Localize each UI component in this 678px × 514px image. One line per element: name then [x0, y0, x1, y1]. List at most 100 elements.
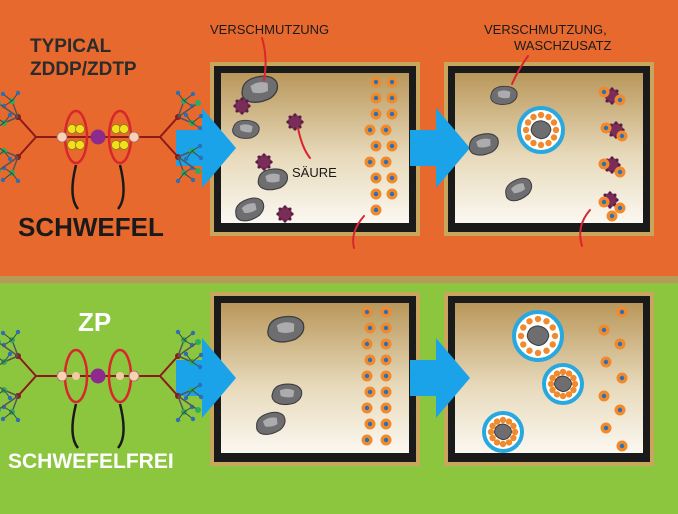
sulfur-atom [75, 140, 85, 150]
acid-molecule [286, 113, 304, 131]
additive-molecule [370, 140, 382, 152]
additive-molecule [616, 130, 628, 142]
dirt-particle [267, 315, 305, 343]
label-dirt: VERSCHMUTZUNG [210, 22, 329, 37]
additive-molecule [370, 92, 382, 104]
additive-molecule [386, 188, 398, 200]
label-dirt-additive-line1: VERSCHMUTZUNG, [484, 22, 607, 37]
additive-molecule [380, 306, 392, 318]
leader-line-additive [352, 215, 365, 249]
arrow-icon [176, 338, 236, 418]
leader-line-dirt-2 [511, 55, 529, 85]
additive-molecule [598, 196, 610, 208]
leader-line-acid [297, 127, 311, 159]
box-contents [232, 75, 628, 453]
dirt-particle [271, 383, 303, 406]
additive-molecule [380, 370, 392, 382]
top-title-line2: ZDDP/ZDTP [30, 59, 137, 80]
additive-molecule [614, 338, 626, 350]
additive-molecule [600, 122, 612, 134]
additive-molecule [370, 108, 382, 120]
arrow-icon [410, 338, 470, 418]
additive-molecule [614, 202, 626, 214]
bottom-title: ZP [78, 307, 111, 337]
additive-molecule [370, 204, 382, 216]
additive-molecule [370, 188, 382, 200]
dirt-particle [256, 411, 286, 435]
arrow-icon [176, 108, 236, 188]
additive-molecule [598, 86, 610, 98]
additive-molecule [380, 418, 392, 430]
micelle [512, 310, 564, 362]
additive-molecule [600, 356, 612, 368]
additive-molecule [364, 156, 376, 168]
additive-molecule [380, 354, 392, 366]
additive-molecule [380, 338, 392, 350]
additive-molecule [598, 158, 610, 170]
top-element-label: SCHWEFEL [18, 212, 164, 242]
additive-molecule [386, 140, 398, 152]
sulfur-atom [119, 140, 129, 150]
additive-molecule [361, 434, 373, 446]
additive-molecule [364, 124, 376, 136]
additive-molecule [380, 322, 392, 334]
additive-molecule [386, 76, 398, 88]
leader-lines [261, 37, 591, 249]
dirt-particle [490, 85, 518, 105]
additive-molecule [361, 306, 373, 318]
additive-molecule [386, 172, 398, 184]
process-arrows [176, 108, 470, 418]
top-title-line1: TYPICAL [30, 36, 112, 57]
additive-molecule [361, 338, 373, 350]
leader-line-dirt [261, 37, 267, 81]
zp-molecule [0, 329, 204, 449]
additive-molecule [361, 402, 373, 414]
additive-molecule [364, 322, 376, 334]
acid-molecule [233, 97, 251, 115]
additive-molecule [380, 434, 392, 446]
additive-molecule [614, 404, 626, 416]
additive-molecule [598, 390, 610, 402]
additive-molecule [386, 108, 398, 120]
additive-molecule [606, 210, 618, 222]
acid-molecule [276, 205, 294, 223]
additive-molecule [364, 418, 376, 430]
additive-molecule [616, 372, 628, 384]
additive-molecule [616, 440, 628, 452]
micelle [482, 411, 524, 453]
dirt-particle [257, 168, 289, 191]
additive-molecule [361, 370, 373, 382]
metal-atom [90, 129, 106, 145]
metal-atom [90, 368, 106, 384]
dirt-particle [505, 177, 533, 202]
dirt-particle [235, 197, 265, 222]
additive-molecule [600, 422, 612, 434]
additive-molecule [364, 386, 376, 398]
sulfur-atom [75, 124, 85, 134]
additive-molecule [616, 306, 628, 318]
bottom-element-label: SCHWEFELFREI [8, 450, 174, 473]
additive-molecule [370, 172, 382, 184]
acid-molecule [255, 153, 273, 171]
panel-divider [0, 276, 678, 284]
micelle [542, 363, 584, 405]
label-acid: SÄURE [292, 165, 337, 180]
additive-molecule [598, 324, 610, 336]
arrow-icon [410, 108, 470, 188]
additive-molecule [386, 92, 398, 104]
sulfur-atom [119, 124, 129, 134]
label-dirt-additive-line2: WASCHZUSATZ [514, 38, 612, 53]
additive-molecule [380, 386, 392, 398]
dirt-particle [241, 75, 279, 103]
zddp-molecule [0, 90, 204, 210]
dirt-particle [232, 119, 260, 139]
additive-molecule [370, 76, 382, 88]
micelle [517, 106, 565, 154]
dirt-particle [468, 133, 499, 156]
leader-line-additive-2 [579, 209, 591, 247]
additive-molecule [364, 354, 376, 366]
additive-molecule [614, 94, 626, 106]
additive-molecule [380, 156, 392, 168]
